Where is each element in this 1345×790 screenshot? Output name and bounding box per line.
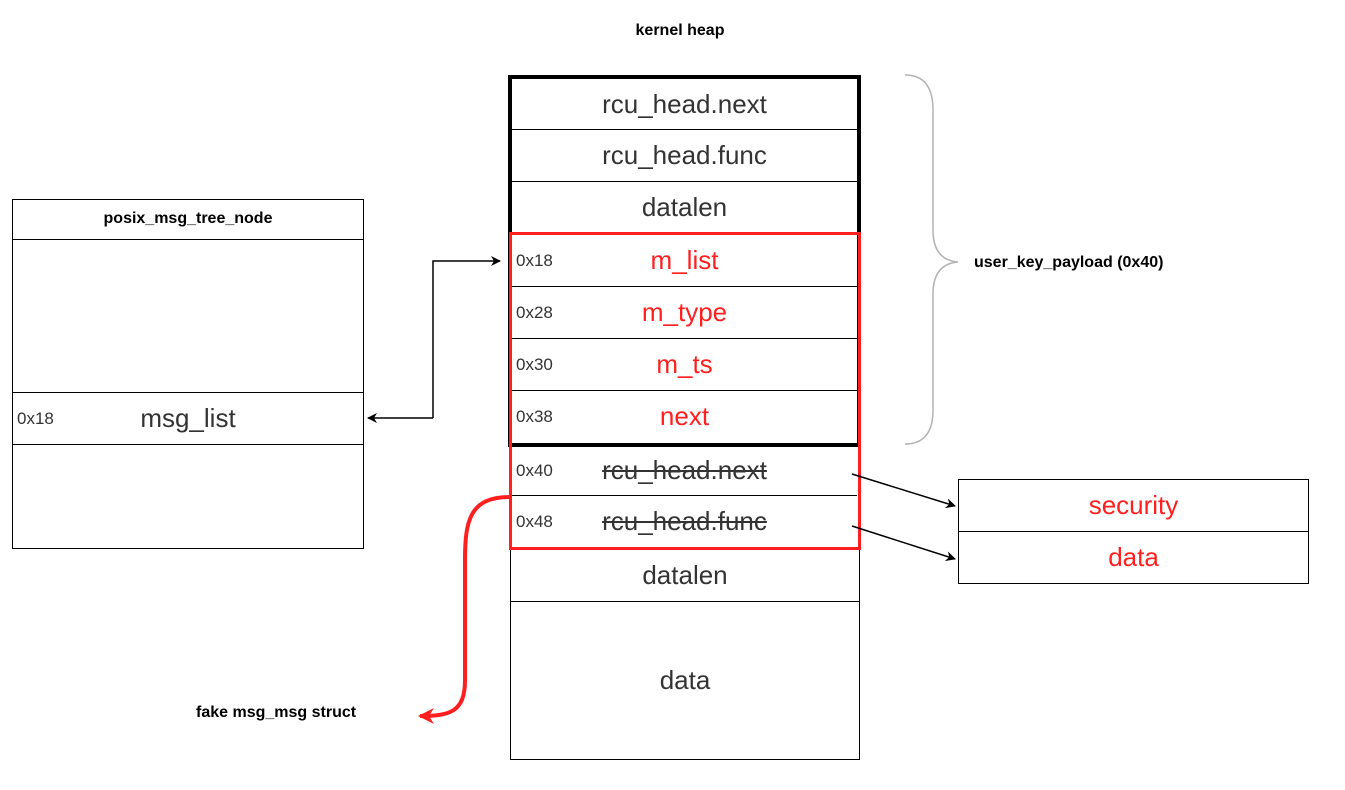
tree-node-msg-list-row: 0x18 msg_list bbox=[13, 392, 363, 445]
fake-msg-msg-arrow bbox=[418, 495, 511, 724]
heap-row-divider bbox=[512, 286, 857, 287]
heap-row-divider bbox=[512, 390, 857, 391]
security-pointer-arrow bbox=[851, 473, 956, 509]
heap-row-m-list: 0x18 m_list bbox=[512, 235, 857, 286]
heap-row-rcu-head-next-2: 0x40 rcu_head.next bbox=[512, 446, 857, 495]
heap-row-m-type: 0x28 m_type bbox=[512, 287, 857, 338]
heap-row-rcu-head-next: rcu_head.next bbox=[602, 88, 767, 119]
offset-label: 0x48 bbox=[516, 511, 553, 531]
posix-msg-tree-node-box: posix_msg_tree_node 0x18 msg_list bbox=[12, 199, 364, 549]
fake-msg-msg-label: fake msg_msg struct bbox=[196, 704, 357, 721]
heap-row-data: data bbox=[659, 665, 711, 695]
side-box-security: security bbox=[959, 480, 1308, 532]
heap-row-divider bbox=[512, 495, 857, 496]
offset-label: 0x30 bbox=[516, 354, 553, 374]
heap-row-datalen: datalen bbox=[641, 192, 728, 222]
side-box: security data bbox=[958, 479, 1309, 584]
offset-label: 0x28 bbox=[516, 302, 553, 322]
offset-label: 0x38 bbox=[516, 406, 553, 426]
heap-row-rcu-head-func-2: 0x48 rcu_head.func bbox=[512, 496, 857, 547]
tree-node-title: posix_msg_tree_node bbox=[13, 200, 363, 240]
heap-row-m-ts: 0x30 m_ts bbox=[512, 339, 857, 390]
data-pointer-arrow bbox=[851, 525, 956, 562]
heap-row-divider bbox=[512, 181, 857, 182]
side-box-data: data bbox=[1108, 542, 1159, 572]
heap-row-next: 0x38 next bbox=[512, 391, 857, 442]
diagram-title: kernel heap bbox=[635, 22, 725, 39]
fake-msg-msg-box bbox=[509, 232, 861, 550]
offset-label: 0x18 bbox=[516, 250, 553, 270]
heap-row-divider bbox=[512, 129, 857, 130]
msg-list-link-arrow bbox=[432, 256, 501, 418]
heap-row-datalen-2: datalen bbox=[642, 560, 728, 590]
heap-row-rcu-head-func: rcu_head.func bbox=[602, 140, 767, 170]
heap-row-divider bbox=[512, 338, 857, 339]
offset-label: 0x18 bbox=[17, 408, 54, 428]
offset-label: 0x40 bbox=[516, 460, 553, 480]
heap-row-divider bbox=[511, 601, 859, 602]
user-key-payload-brace bbox=[904, 74, 959, 445]
user-key-payload-label: user_key_payload (0x40) bbox=[974, 254, 1164, 271]
